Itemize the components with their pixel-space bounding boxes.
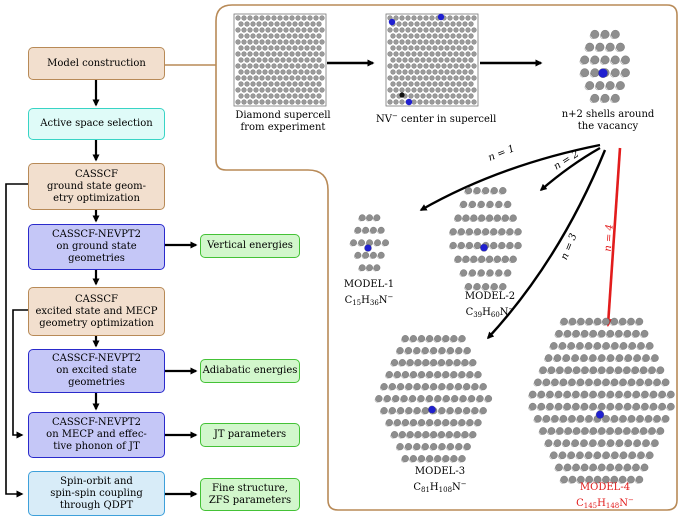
model-4-c-count: 145 bbox=[583, 502, 598, 510]
adiabatic-energies-box: Adiabatic energies bbox=[200, 359, 300, 383]
qdpt-line2: spin-spin coupling bbox=[50, 487, 143, 499]
model-construction-box: Model construction bbox=[28, 47, 165, 80]
nevpt2-excited-line2: on excited state bbox=[56, 365, 137, 376]
formula-c: C bbox=[413, 482, 421, 493]
fine-structure-box: Fine structure, ZFS parameters bbox=[200, 478, 300, 511]
fine-structure-line1: Fine structure, bbox=[212, 482, 288, 494]
casscf-excited-line1: CASSCF bbox=[75, 293, 118, 305]
model-3-c-count: 81 bbox=[421, 486, 430, 494]
diamond-caption-line1: Diamond supercell bbox=[235, 110, 331, 121]
diamond-supercell-image bbox=[233, 13, 327, 107]
qdpt-box: Spin-orbit and spin-spin coupling throug… bbox=[28, 471, 165, 516]
n4-label: n = 4 bbox=[602, 223, 616, 253]
nv-caption-nv: NV bbox=[376, 114, 392, 125]
model-4-image bbox=[528, 317, 675, 484]
nevpt2-excited-line1: CASSCF-NEVPT2 bbox=[52, 353, 141, 364]
nv-caption-rest: center in supercell bbox=[397, 114, 497, 125]
nevpt2-ground-line1: CASSCF-NEVPT2 bbox=[52, 229, 141, 240]
model-4-formula: C145H148N− bbox=[555, 494, 655, 512]
nv-supercell-image bbox=[385, 13, 479, 107]
model-4-caption: MODEL-4 C145H148N− bbox=[555, 482, 655, 512]
qdpt-line3: through QDPT bbox=[59, 499, 134, 511]
model-2-formula: C39H60N− bbox=[450, 303, 530, 321]
casscf-ground-line1: CASSCF bbox=[75, 168, 118, 180]
diamond-caption-line2: from experiment bbox=[240, 122, 326, 133]
casscf-ground-line3: etry optimization bbox=[53, 192, 140, 204]
model-4-name: MODEL-4 bbox=[579, 482, 631, 493]
formula-minus: − bbox=[628, 496, 634, 504]
shells-caption: n+2 shells around the vacancy bbox=[546, 109, 670, 133]
formula-n: N bbox=[619, 498, 628, 509]
formula-h: H bbox=[429, 482, 439, 493]
nv-caption-sup: − bbox=[391, 112, 398, 120]
model-1-c-count: 15 bbox=[352, 299, 362, 307]
model-1-caption: MODEL-1 C15H36N− bbox=[333, 279, 405, 309]
formula-h: H bbox=[361, 295, 370, 306]
formula-c: C bbox=[465, 307, 474, 318]
formula-minus: − bbox=[387, 293, 394, 301]
casscf-excited-line2: excited state and MECP bbox=[35, 305, 158, 317]
nevpt2-excited-line3: geometries bbox=[68, 377, 125, 388]
model-1-formula: C15H36N− bbox=[333, 291, 405, 309]
formula-n: N bbox=[378, 295, 388, 306]
vertical-energies-box: Vertical energies bbox=[200, 234, 300, 258]
jt-parameters-box: JT parameters bbox=[200, 423, 300, 447]
qdpt-line1: Spin-orbit and bbox=[60, 475, 133, 487]
model-2-caption: MODEL-2 C39H60N− bbox=[450, 291, 530, 321]
model-2-c-count: 39 bbox=[473, 311, 483, 319]
model-3-h-count: 108 bbox=[438, 486, 453, 494]
casscf-excited-line3: geometry optimization bbox=[39, 317, 154, 329]
active-space-label: Active space selection bbox=[40, 118, 153, 129]
model-3-name: MODEL-3 bbox=[414, 466, 466, 477]
shells-caption-line2: the vacancy bbox=[577, 121, 639, 132]
model-3-formula: C81H108N− bbox=[395, 478, 485, 496]
formula-h: H bbox=[482, 307, 491, 318]
model-2-name: MODEL-2 bbox=[464, 291, 516, 302]
vacancy-shells-image bbox=[579, 29, 630, 103]
panel-frame bbox=[215, 4, 678, 511]
fine-structure-line2: ZFS parameters bbox=[208, 494, 292, 506]
jt-parameters-label: JT parameters bbox=[213, 429, 287, 440]
nevpt2-mecp-box: CASSCF-NEVPT2 on MECP and effec- tive ph… bbox=[28, 412, 165, 458]
model-1-image bbox=[349, 214, 389, 272]
model-3-image bbox=[374, 335, 493, 463]
nevpt2-excited-box: CASSCF-NEVPT2 on excited state geometrie… bbox=[28, 349, 165, 393]
nevpt2-mecp-line1: CASSCF-NEVPT2 bbox=[52, 417, 141, 428]
formula-c: C bbox=[576, 498, 584, 509]
casscf-excited-box: CASSCF excited state and MECP geometry o… bbox=[28, 287, 165, 336]
formula-h: H bbox=[597, 498, 606, 509]
nevpt2-ground-line2: on ground state bbox=[56, 241, 137, 252]
nevpt2-mecp-line3: tive phonon of JT bbox=[53, 441, 140, 452]
adiabatic-energies-label: Adiabatic energies bbox=[202, 365, 298, 376]
model-2-h-count: 60 bbox=[490, 311, 500, 319]
nevpt2-mecp-line2: on MECP and effec- bbox=[46, 429, 147, 440]
model-1-h-count: 36 bbox=[369, 299, 379, 307]
model-4-h-count: 148 bbox=[605, 502, 620, 510]
diamond-caption: Diamond supercell from experiment bbox=[228, 110, 338, 134]
model-construction-label: Model construction bbox=[47, 57, 146, 69]
nevpt2-ground-box: CASSCF-NEVPT2 on ground state geometries bbox=[28, 224, 165, 270]
model-2-image bbox=[449, 187, 522, 291]
formula-minus: − bbox=[508, 305, 515, 313]
formula-c: C bbox=[344, 295, 353, 306]
nv-caption: NV− center in supercell bbox=[376, 110, 496, 126]
model-3-caption: MODEL-3 C81H108N− bbox=[395, 466, 485, 496]
casscf-ground-line2: ground state geom- bbox=[46, 180, 147, 192]
vertical-energies-label: Vertical energies bbox=[207, 240, 293, 251]
formula-minus: − bbox=[460, 480, 467, 488]
active-space-box: Active space selection bbox=[28, 108, 165, 140]
shells-caption-line1: n+2 shells around bbox=[561, 109, 655, 120]
formula-n: N bbox=[499, 307, 509, 318]
formula-n: N bbox=[452, 482, 461, 493]
nevpt2-ground-line3: geometries bbox=[68, 253, 125, 264]
model-1-name: MODEL-1 bbox=[343, 279, 395, 290]
casscf-ground-box: CASSCF ground state geom- etry optimizat… bbox=[28, 163, 165, 210]
